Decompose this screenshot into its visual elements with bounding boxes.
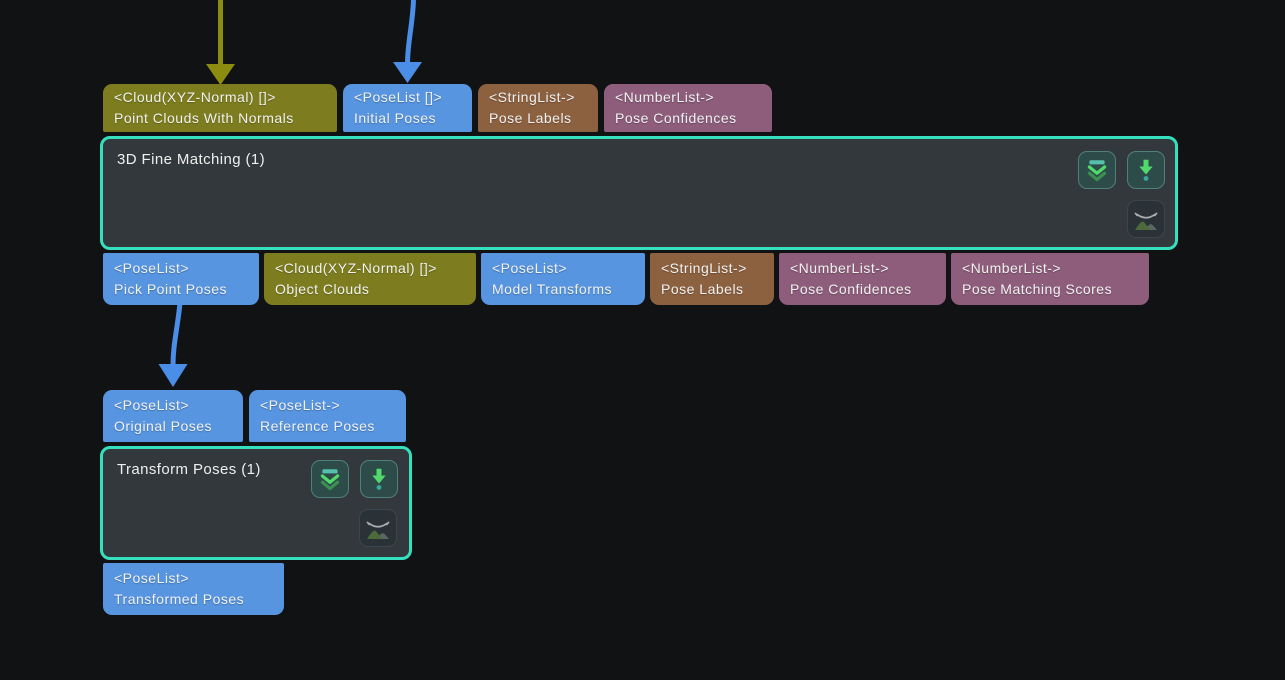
port-name: Transformed Poses (114, 591, 245, 607)
node-title: 3D Fine Matching (1) (117, 151, 266, 168)
arrow-down-icon (1139, 159, 1153, 181)
run-step-button[interactable] (360, 460, 398, 498)
port-pose-confidences-in[interactable]: <NumberList-> Pose Confidences (604, 84, 772, 132)
port-name: Model Transforms (492, 281, 613, 297)
port-type: <PoseList> (114, 397, 190, 413)
node-title: Transform Poses (1) (117, 461, 261, 478)
port-type: <PoseList []> (354, 89, 443, 105)
run-step-button[interactable] (1127, 151, 1165, 189)
port-pose-labels-out[interactable]: <StringList-> Pose Labels (650, 253, 774, 305)
hidden-image-icon (1134, 212, 1158, 230)
port-object-clouds[interactable]: <Cloud(XYZ-Normal) []> Object Clouds (264, 253, 476, 305)
port-point-clouds-with-normals[interactable]: <Cloud(XYZ-Normal) []> Point Clouds With… (103, 84, 337, 132)
port-pick-point-poses[interactable]: <PoseList> Pick Point Poses (103, 253, 259, 305)
double-chevron-down-icon (320, 469, 340, 491)
double-chevron-down-icon (1087, 160, 1107, 182)
port-name: Original Poses (114, 418, 213, 434)
port-type: <NumberList-> (790, 260, 890, 276)
port-name: Point Clouds With Normals (114, 110, 294, 126)
port-type: <PoseList> (114, 570, 190, 586)
port-type: <Cloud(XYZ-Normal) []> (275, 260, 437, 276)
port-name: Pose Matching Scores (962, 281, 1113, 297)
port-type: <StringList-> (489, 89, 575, 105)
port-type: <PoseList> (492, 260, 568, 276)
port-transformed-poses[interactable]: <PoseList> Transformed Poses (103, 563, 284, 615)
port-name: Pose Labels (661, 281, 744, 297)
port-reference-poses[interactable]: <PoseList-> Reference Poses (249, 390, 406, 442)
fast-forward-button[interactable] (311, 460, 349, 498)
image-preview-button[interactable] (1127, 200, 1165, 238)
port-original-poses[interactable]: <PoseList> Original Poses (103, 390, 243, 442)
hidden-image-icon (366, 521, 390, 539)
port-pose-labels-in[interactable]: <StringList-> Pose Labels (478, 84, 598, 132)
fast-forward-button[interactable] (1078, 151, 1116, 189)
port-type: <Cloud(XYZ-Normal) []> (114, 89, 276, 105)
node-3d-fine-matching[interactable]: 3D Fine Matching (1) (100, 136, 1178, 250)
port-pose-matching-scores[interactable]: <NumberList-> Pose Matching Scores (951, 253, 1149, 305)
arrow-down-icon (372, 468, 386, 490)
port-name: Pose Confidences (790, 281, 912, 297)
port-type: <PoseList> (114, 260, 190, 276)
port-name: Pose Labels (489, 110, 572, 126)
port-name: Object Clouds (275, 281, 370, 297)
edge-to-point-clouds (206, 0, 235, 85)
port-type: <NumberList-> (615, 89, 715, 105)
port-pose-confidences-out[interactable]: <NumberList-> Pose Confidences (779, 253, 946, 305)
port-name: Pick Point Poses (114, 281, 228, 297)
port-type: <NumberList-> (962, 260, 1062, 276)
edge-to-initial-poses (393, 0, 422, 83)
port-type: <StringList-> (661, 260, 747, 276)
port-model-transforms[interactable]: <PoseList> Model Transforms (481, 253, 645, 305)
port-name: Initial Poses (354, 110, 436, 126)
port-name: Pose Confidences (615, 110, 737, 126)
port-type: <PoseList-> (260, 397, 341, 413)
node-transform-poses[interactable]: Transform Poses (1) (100, 446, 412, 560)
port-initial-poses[interactable]: <PoseList []> Initial Poses (343, 84, 472, 132)
port-name: Reference Poses (260, 418, 375, 434)
edge-pick-point-to-original-poses (158, 302, 188, 387)
image-preview-button[interactable] (359, 509, 397, 547)
